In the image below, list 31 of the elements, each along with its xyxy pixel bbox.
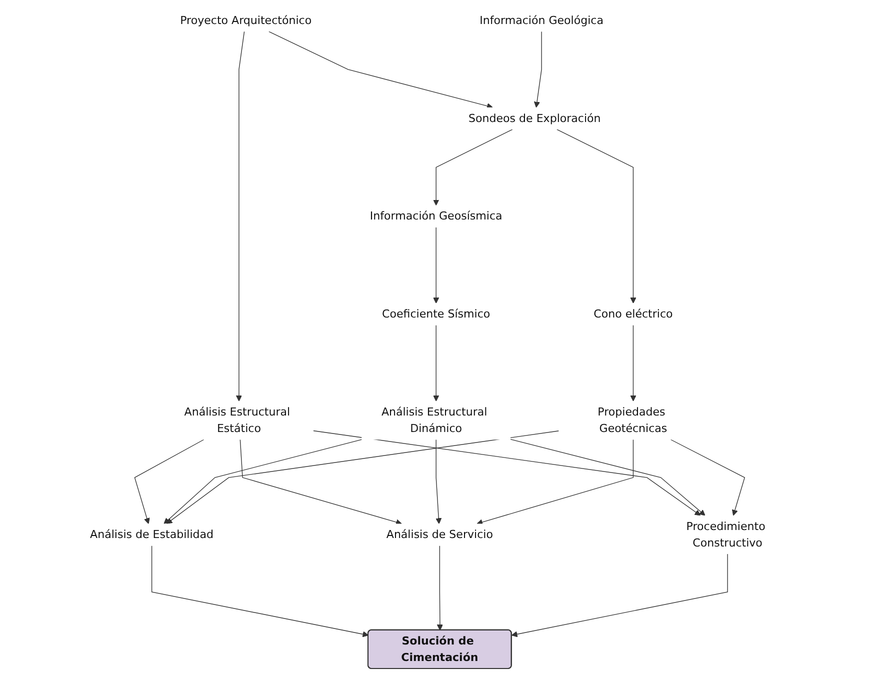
node-text: Información Geosísmica <box>370 208 502 222</box>
node-text: Cono eléctrico <box>593 306 673 320</box>
node-text: Procedimiento Constructivo <box>686 519 766 549</box>
arrow <box>166 430 559 524</box>
node-text: Análisis de Estabilidad <box>90 527 214 540</box>
arrow <box>432 226 439 303</box>
arrow <box>432 324 439 401</box>
node-text: Análisis Estructural Estático <box>184 404 290 434</box>
arrow <box>268 30 493 108</box>
node-text: Análisis de Servicio <box>386 527 493 540</box>
node-text: Propiedades Geotécnicas <box>597 404 667 434</box>
arrow <box>163 438 362 524</box>
arrow <box>436 544 443 630</box>
node-text: Proyecto Arquitectónico <box>180 13 312 26</box>
arrow <box>476 438 634 525</box>
node-text: Información Geológica <box>479 13 604 26</box>
arrow <box>630 324 636 401</box>
arrow <box>510 438 706 516</box>
arrow <box>432 128 513 206</box>
arrow <box>312 430 700 516</box>
arrow <box>556 128 636 303</box>
arrow <box>511 553 728 637</box>
arrow <box>236 30 244 401</box>
arrow <box>435 438 442 524</box>
arrow <box>240 438 402 525</box>
arrow <box>670 438 745 516</box>
arrow <box>534 30 542 108</box>
arrow <box>134 438 204 524</box>
node-text: Coeficiente Sísmico <box>382 306 490 320</box>
node-text: Sondeos de Exploración <box>468 111 601 124</box>
arrow <box>151 544 368 637</box>
